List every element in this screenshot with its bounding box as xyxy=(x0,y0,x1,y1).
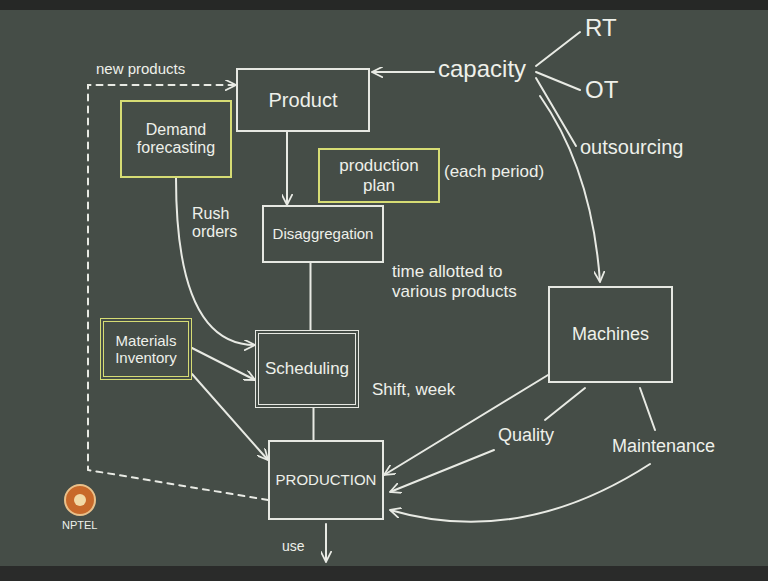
logo-text: NPTEL xyxy=(62,519,97,532)
process-box: Product xyxy=(236,68,370,132)
capacity-option: OT xyxy=(585,76,618,104)
note-label: (each period) xyxy=(444,162,544,182)
node-text: production plan xyxy=(325,156,433,195)
logo-symbol xyxy=(74,494,86,506)
dashed-connector xyxy=(88,85,268,500)
output-label: use xyxy=(282,538,305,554)
maintenance-arrow xyxy=(390,464,650,522)
connector-arrow xyxy=(310,263,312,330)
connector-arrow xyxy=(192,348,255,380)
capacity-option: outsourcing xyxy=(580,136,683,159)
node-text: PRODUCTION xyxy=(276,471,377,488)
node-text: Machines xyxy=(572,324,649,345)
connector-arrow xyxy=(286,132,288,205)
node-text: Materials Inventory xyxy=(109,332,183,367)
capacity-branch xyxy=(536,78,576,146)
note-label: Shift, week xyxy=(372,380,455,400)
capacity-label: capacity xyxy=(438,55,526,83)
board-frame xyxy=(0,0,768,10)
use-arrow xyxy=(325,524,327,562)
edge-label: new products xyxy=(96,60,185,77)
process-box: Materials Inventory xyxy=(100,318,192,380)
process-box: production plan xyxy=(318,148,440,203)
process-box: Scheduling xyxy=(255,330,359,408)
chalk-tray xyxy=(0,566,768,581)
quality-line xyxy=(545,388,585,420)
node-text: Scheduling xyxy=(265,359,349,379)
connector-arrow xyxy=(313,408,315,440)
process-box: Machines xyxy=(548,286,673,383)
node-text: Disaggregation xyxy=(273,225,374,242)
capacity-option: RT xyxy=(585,14,617,42)
process-box: PRODUCTION xyxy=(268,440,384,520)
capacity-arrow xyxy=(372,71,434,73)
maintenance-line xyxy=(640,388,655,430)
logo-symbol xyxy=(65,485,95,515)
capacity-machines-arrow xyxy=(540,96,600,282)
quality-arrow xyxy=(390,450,494,492)
process-box: Demand forecasting xyxy=(120,100,232,178)
node-text: Demand forecasting xyxy=(127,121,225,158)
note-label: Maintenance xyxy=(612,436,715,457)
node-text: Product xyxy=(269,89,338,112)
capacity-branch xyxy=(536,32,580,66)
note-label: Quality xyxy=(498,425,554,446)
edge-label: Rush orders xyxy=(192,205,250,242)
note-label: time allotted to various products xyxy=(392,262,517,301)
process-box: Disaggregation xyxy=(262,205,384,263)
